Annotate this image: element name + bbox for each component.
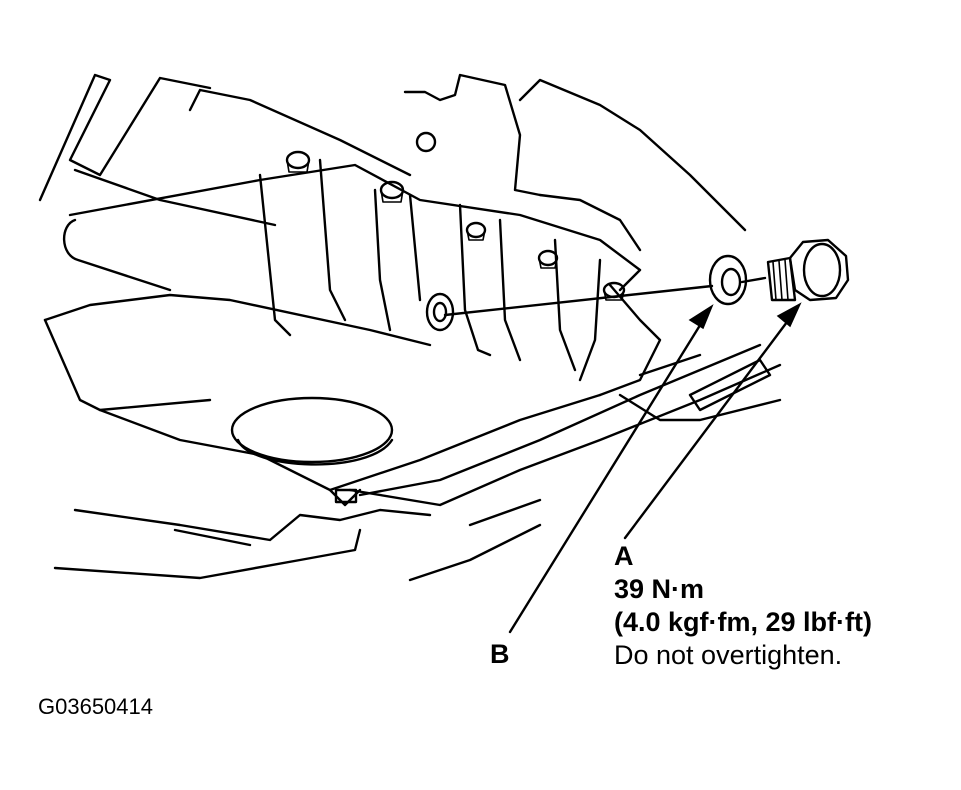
callout-b-letter: B: [490, 639, 510, 669]
figure-code: G03650414: [38, 694, 153, 719]
sump-opening: [230, 396, 394, 466]
boss-circle: [415, 131, 437, 153]
engine-block-outline: [38, 73, 747, 252]
pan-bolts: [285, 150, 626, 301]
pan-bolt: [285, 150, 311, 170]
torque-note: Do not overtighten.: [614, 640, 843, 670]
pan-tab: [334, 488, 358, 504]
pan-bolt: [465, 221, 487, 239]
drain-hole: [425, 292, 455, 332]
callout-b-arrow: [508, 304, 714, 634]
callout-a-letter: A: [614, 541, 634, 571]
drain-bolt: [766, 238, 850, 302]
torque-metric: 39 N·m: [614, 574, 705, 604]
lower-contours: [53, 353, 702, 582]
oil-pan-body: [43, 158, 782, 507]
torque-alternate-units: (4.0 kgf·fm, 29 lbf·ft): [614, 607, 873, 637]
pan-bolt: [537, 249, 559, 267]
callout-a-arrow: [623, 302, 802, 540]
alignment-line: [443, 284, 714, 317]
sealing-washer: [708, 254, 748, 306]
